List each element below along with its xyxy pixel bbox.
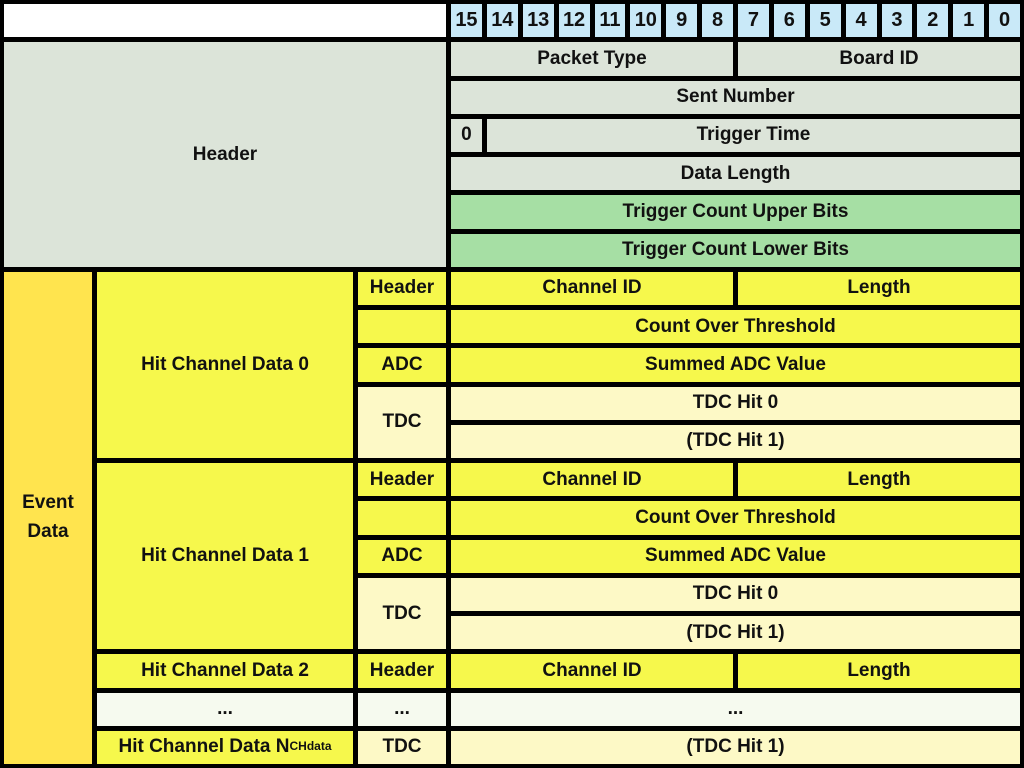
hitn-label-subscript: CHdata <box>289 739 332 754</box>
bit-6-cell: 6 <box>773 4 805 38</box>
hit2-length-field: Length <box>738 654 1020 688</box>
hit0-tdc-hit1-field: (TDC Hit 1) <box>451 424 1020 458</box>
hitn-tdc-hit1-field: (TDC Hit 1) <box>451 730 1020 764</box>
hit1-tdc-hit0-field: TDC Hit 0 <box>451 577 1020 611</box>
bit-2-cell: 2 <box>917 4 949 38</box>
hit0-header-label: Header <box>358 271 446 305</box>
hit1-tdc-hit1-field: (TDC Hit 1) <box>451 616 1020 650</box>
bit-3-cell: 3 <box>881 4 913 38</box>
bit-15-cell: 15 <box>451 4 482 38</box>
trigger-count-lower-field: Trigger Count Lower Bits <box>451 233 1020 267</box>
bit-9-cell: 9 <box>666 4 698 38</box>
hit0-channel-id-field: Channel ID <box>451 271 733 305</box>
hit1-summed-adc-field: Summed ADC Value <box>451 539 1020 573</box>
ellipsis-label-cell: ... <box>97 692 353 726</box>
packet-type-field: Packet Type <box>451 42 733 76</box>
data-length-field: Data Length <box>451 157 1020 191</box>
hit1-label-cell: Hit Channel Data 1 <box>97 463 353 650</box>
hit2-header-label: Header <box>358 654 446 688</box>
trigger-time-field: Trigger Time <box>486 118 1020 152</box>
trigger-count-upper-field: Trigger Count Upper Bits <box>451 195 1020 229</box>
hitn-label-main: Hit Channel Data N <box>118 736 290 758</box>
bit-1-cell: 1 <box>953 4 985 38</box>
bit-5-cell: 5 <box>809 4 841 38</box>
hit0-length-field: Length <box>738 271 1020 305</box>
bit-7-cell: 7 <box>738 4 769 38</box>
hit1-adc-label: ADC <box>358 539 446 573</box>
ellipsis-sublabel-cell: ... <box>358 692 446 726</box>
hit0-blank-label-cell <box>358 310 446 344</box>
hit0-summed-adc-field: Summed ADC Value <box>451 348 1020 382</box>
bit-8-cell: 8 <box>702 4 733 38</box>
hit0-tdc-label: TDC <box>358 386 446 458</box>
bit-12-cell: 12 <box>558 4 590 38</box>
bit-13-cell: 13 <box>522 4 554 38</box>
hit0-label-cell: Hit Channel Data 0 <box>97 271 353 458</box>
trigger-time-msb-field: 0 <box>451 118 482 152</box>
hitn-tdc-label: TDC <box>358 730 446 764</box>
hit2-label-cell: Hit Channel Data 2 <box>97 654 353 688</box>
hit1-length-field: Length <box>738 463 1020 497</box>
header-section-cell: Header <box>4 42 446 267</box>
bit-11-cell: 11 <box>594 4 626 38</box>
hit0-tdc-hit0-field: TDC Hit 0 <box>451 386 1020 420</box>
bit-14-cell: 14 <box>486 4 518 38</box>
hit0-count-over-threshold-field: Count Over Threshold <box>451 310 1020 344</box>
hit1-header-label: Header <box>358 463 446 497</box>
bit-0-cell: 0 <box>989 4 1020 38</box>
hit1-channel-id-field: Channel ID <box>451 463 733 497</box>
corner-empty-cell <box>4 4 446 38</box>
hit1-count-over-threshold-field: Count Over Threshold <box>451 501 1020 535</box>
ellipsis-field: ... <box>451 692 1020 726</box>
bit-10-cell: 10 <box>630 4 662 38</box>
sent-number-field: Sent Number <box>451 80 1020 114</box>
bit-4-cell: 4 <box>845 4 877 38</box>
hit2-channel-id-field: Channel ID <box>451 654 733 688</box>
event-data-section-cell: Event Data <box>4 271 92 764</box>
hit1-blank-label-cell <box>358 501 446 535</box>
hit1-tdc-label: TDC <box>358 577 446 650</box>
board-id-field: Board ID <box>738 42 1020 76</box>
hit0-adc-label: ADC <box>358 348 446 382</box>
